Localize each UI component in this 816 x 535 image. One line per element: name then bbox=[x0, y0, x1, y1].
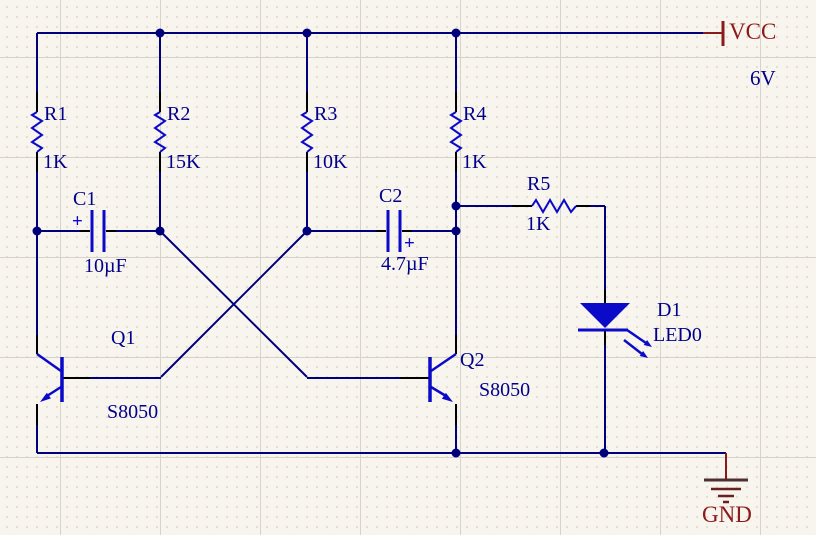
junction-dots bbox=[32, 28, 609, 458]
resistor-r1-symbol[interactable] bbox=[30, 111, 44, 153]
component-pins bbox=[36, 92, 606, 425]
c2-polarity-mark: + bbox=[404, 233, 415, 254]
vcc-label[interactable]: VCC bbox=[729, 19, 777, 44]
led-anode-triangle-icon bbox=[580, 303, 630, 328]
q1-ref-label[interactable]: Q1 bbox=[111, 327, 136, 349]
q2-emitter-arrow-icon bbox=[441, 392, 453, 402]
c2-ref-label[interactable]: C2 bbox=[379, 185, 403, 207]
c1-ref-label[interactable]: C1 bbox=[73, 188, 97, 210]
led-emission-arrows-icon bbox=[623, 328, 652, 358]
r3-ref-label[interactable]: R3 bbox=[314, 103, 338, 125]
resistor-r4-symbol[interactable] bbox=[449, 111, 463, 153]
wire-net-q2-base-coupling[interactable] bbox=[116, 172, 400, 379]
r5-ref-label[interactable]: R5 bbox=[527, 173, 551, 195]
wire-net-vcc[interactable] bbox=[36, 32, 703, 92]
r2-value-label[interactable]: 15K bbox=[166, 151, 201, 173]
c1-value-label[interactable]: 10µF bbox=[84, 255, 127, 277]
transistor-q1-symbol[interactable] bbox=[36, 352, 64, 402]
resistor-r5-symbol[interactable] bbox=[531, 198, 577, 214]
d1-ref-label[interactable]: D1 bbox=[657, 299, 682, 321]
c2-value-label[interactable]: 4.7µF bbox=[381, 253, 429, 275]
wire-net-q1-base-coupling[interactable] bbox=[90, 172, 376, 379]
vcc-power-symbol[interactable] bbox=[703, 21, 725, 46]
wire-net-q2-collector[interactable] bbox=[412, 172, 606, 335]
r4-value-label[interactable]: 1K bbox=[462, 151, 487, 173]
gnd-label[interactable]: GND bbox=[702, 502, 752, 527]
q2-value-label[interactable]: S8050 bbox=[479, 379, 531, 401]
capacitor-c2-symbol[interactable] bbox=[386, 210, 402, 252]
gnd-power-symbol[interactable] bbox=[704, 453, 748, 504]
led-d1-symbol[interactable] bbox=[578, 303, 652, 358]
r1-ref-label[interactable]: R1 bbox=[44, 103, 68, 125]
r4-ref-label[interactable]: R4 bbox=[463, 103, 487, 125]
d1-value-label[interactable]: LED0 bbox=[653, 324, 702, 346]
capacitor-c1-symbol[interactable] bbox=[90, 210, 106, 252]
q1-emitter-arrow-icon bbox=[40, 392, 51, 402]
q1-value-label[interactable]: S8050 bbox=[107, 401, 159, 423]
c1-polarity-mark: + bbox=[72, 211, 83, 232]
wire-net-gnd[interactable] bbox=[36, 345, 726, 454]
q2-ref-label[interactable]: Q2 bbox=[460, 349, 485, 371]
r1-value-label[interactable]: 1K bbox=[43, 151, 68, 173]
wire-net-q1-collector[interactable] bbox=[36, 172, 80, 335]
r5-value-label[interactable]: 1K bbox=[526, 213, 551, 235]
r2-ref-label[interactable]: R2 bbox=[167, 103, 191, 125]
r3-value-label[interactable]: 10K bbox=[313, 151, 348, 173]
transistor-q2-symbol[interactable] bbox=[428, 352, 457, 402]
resistor-r3-symbol[interactable] bbox=[300, 111, 314, 153]
resistor-r2-symbol[interactable] bbox=[153, 111, 167, 153]
vcc-voltage-label[interactable]: 6V bbox=[750, 66, 776, 90]
